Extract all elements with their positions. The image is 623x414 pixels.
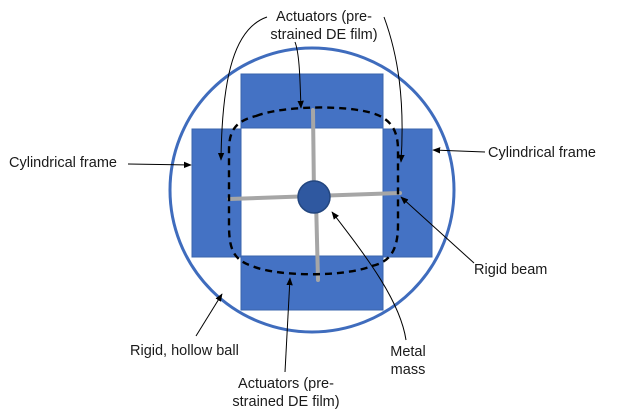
label-metal-mass-line2: mass [391,362,426,378]
leader-cylindrical-frame-right [432,147,486,154]
leader-metal-mass [331,211,407,341]
label-cylindrical-frame-right: Cylindrical frame [488,145,596,161]
label-metal-mass-line1: Metal [390,344,425,360]
rigid-hollow-ball [168,46,456,334]
label-rigid-hollow-ball: Rigid, hollow ball [130,343,239,359]
leader-actuators-top-center [294,41,304,109]
leader-actuators-top-right [383,16,405,163]
frame-segment-bottom [240,255,384,311]
leader-actuators-top-left [217,16,268,161]
label-actuators-top-line1: Actuators (pre- [276,9,372,25]
leader-rigid-hollow-ball [195,293,223,337]
metal-mass [297,180,331,214]
leader-cylindrical-frame-left [127,161,192,169]
label-cylindrical-frame-left: Cylindrical frame [9,155,117,171]
leader-actuators-bottom [284,277,293,373]
label-actuators-top-line2: strained DE film) [270,27,377,43]
label-actuators-bottom-line1: Actuators (pre- [238,376,334,392]
leader-rigid-beam [400,196,475,264]
de-film-outline [227,106,400,276]
label-rigid-beam: Rigid beam [474,262,547,278]
label-actuators-bottom-line2: strained DE film) [232,394,339,410]
frame-segment-left [191,128,242,258]
